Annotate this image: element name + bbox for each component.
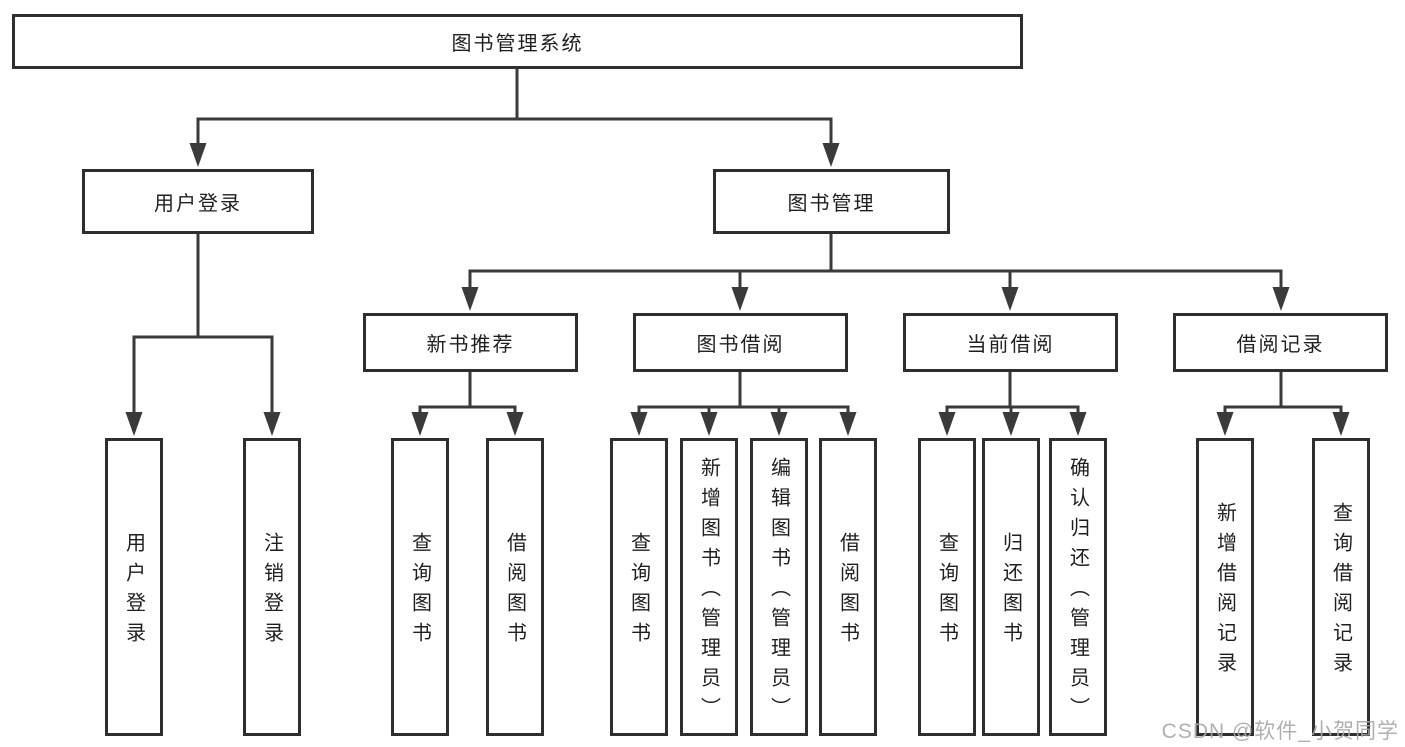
leaf-label: 借阅图书 bbox=[503, 532, 526, 652]
arrowhead-icon bbox=[731, 287, 749, 311]
leaf-return-book: 归还图书 bbox=[982, 438, 1040, 736]
leaf-borrow-book: 借阅图书 bbox=[486, 438, 544, 736]
leaf-add-book-admin: 新增图书（管理员） bbox=[680, 438, 738, 736]
node-book-borrow: 图书借阅 bbox=[633, 313, 848, 372]
arrowhead-icon bbox=[822, 143, 840, 167]
arrowhead-icon bbox=[630, 412, 648, 436]
connector-lines bbox=[132, 66, 1343, 415]
connector-arrowheads bbox=[125, 143, 1350, 436]
leaf-label: 归还图书 bbox=[999, 532, 1022, 652]
arrowhead-icon bbox=[839, 412, 857, 436]
leaf-label: 借阅图书 bbox=[836, 532, 859, 652]
leaf-query-borrow-record: 查询借阅记录 bbox=[1312, 438, 1370, 736]
leaf-logout: 注销登录 bbox=[243, 438, 301, 736]
node-label: 借阅记录 bbox=[1236, 334, 1325, 356]
node-label: 图书借阅 bbox=[696, 334, 785, 356]
arrowhead-icon bbox=[1216, 412, 1234, 436]
node-library-management-system: 图书管理系统 bbox=[12, 14, 1023, 69]
node-label: 图书管理系统 bbox=[451, 33, 584, 55]
leaf-add-borrow-record: 新增借阅记录 bbox=[1196, 438, 1254, 736]
node-label: 图书管理 bbox=[787, 193, 876, 215]
node-new-book-recommend: 新书推荐 bbox=[363, 313, 578, 372]
leaf-confirm-return-admin: 确认归还（管理员） bbox=[1049, 438, 1107, 736]
leaf-borrow-book: 借阅图书 bbox=[819, 438, 877, 736]
arrowhead-icon bbox=[1332, 412, 1350, 436]
arrowhead-icon bbox=[1001, 287, 1019, 311]
leaf-label: 查询借阅记录 bbox=[1329, 502, 1352, 682]
node-label: 新书推荐 bbox=[426, 334, 515, 356]
leaf-label: 查询图书 bbox=[408, 532, 431, 652]
node-label: 当前借阅 bbox=[966, 334, 1055, 356]
leaf-user-login: 用户登录 bbox=[105, 438, 163, 736]
leaf-label: 注销登录 bbox=[260, 532, 283, 652]
arrowhead-icon bbox=[938, 412, 956, 436]
leaf-query-books: 查询图书 bbox=[391, 438, 449, 736]
node-borrow-records: 借阅记录 bbox=[1173, 313, 1388, 372]
leaf-label: 新增图书（管理员） bbox=[697, 457, 720, 727]
arrowhead-icon bbox=[770, 412, 788, 436]
leaf-label: 确认归还（管理员） bbox=[1066, 457, 1089, 727]
arrowhead-icon bbox=[506, 412, 524, 436]
csdn-watermark: CSDN @软件_小贺同学 bbox=[1161, 720, 1399, 743]
leaf-label: 查询图书 bbox=[627, 532, 650, 652]
leaf-query-books: 查询图书 bbox=[918, 438, 976, 736]
arrowhead-icon bbox=[411, 412, 429, 436]
leaf-query-books: 查询图书 bbox=[610, 438, 668, 736]
node-user-login: 用户登录 bbox=[82, 169, 314, 234]
leaf-label: 查询图书 bbox=[935, 532, 958, 652]
leaf-label: 新增借阅记录 bbox=[1213, 502, 1236, 682]
arrowhead-icon bbox=[461, 287, 479, 311]
node-label: 用户登录 bbox=[154, 193, 242, 215]
leaf-label: 用户登录 bbox=[122, 532, 145, 652]
arrowhead-icon bbox=[189, 143, 207, 167]
arrowhead-icon bbox=[700, 412, 718, 436]
arrowhead-icon bbox=[1069, 412, 1087, 436]
leaf-edit-book-admin: 编辑图书（管理员） bbox=[750, 438, 808, 736]
arrowhead-icon bbox=[125, 412, 143, 436]
node-book-management: 图书管理 bbox=[713, 169, 950, 234]
node-current-borrow: 当前借阅 bbox=[903, 313, 1118, 372]
arrowhead-icon bbox=[263, 412, 281, 436]
leaf-label: 编辑图书（管理员） bbox=[767, 457, 790, 727]
arrowhead-icon bbox=[1272, 287, 1290, 311]
arrowhead-icon bbox=[1002, 412, 1020, 436]
